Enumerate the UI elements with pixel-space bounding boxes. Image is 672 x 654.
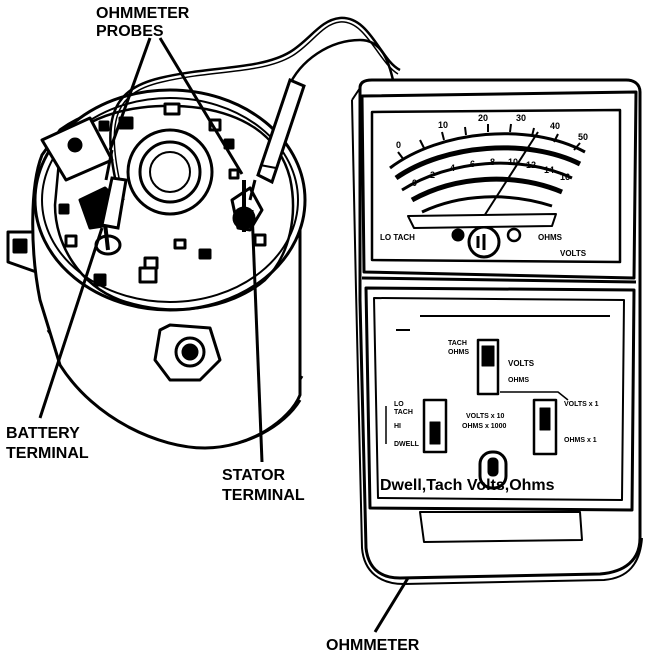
meter-control-panel: TACH OHMS VOLTS OHMS LO TACH HI DWELL VO…	[364, 286, 636, 512]
dial-bottom-right-label: VOLTS	[560, 249, 587, 258]
scale-bottom-2: 4	[450, 163, 455, 173]
right-range-label-line1: VOLTS x 10	[466, 413, 504, 420]
battery-probe	[100, 149, 128, 230]
function-switch-label-line2: OHMS	[448, 349, 469, 356]
battery-label-line1: BATTERY	[6, 425, 80, 442]
scale-top-5: 50	[578, 132, 588, 142]
scale-bottom-7: 14	[544, 165, 554, 175]
battery-label-line2: TERMINAL	[6, 445, 89, 462]
range-switch-right[interactable]	[532, 398, 558, 456]
right-range-bottom: OHMS x 1	[564, 437, 597, 444]
left-switch-hi: HI	[394, 423, 401, 430]
center-selector-knob[interactable]	[478, 450, 508, 490]
function-switch[interactable]	[476, 338, 500, 396]
scale-top-0: 0	[396, 140, 401, 150]
scale-top-1: 10	[438, 120, 448, 130]
left-switch-dwell: DWELL	[394, 441, 420, 448]
left-switch-tach: TACH	[394, 409, 413, 416]
stator-terminal	[230, 180, 264, 232]
scale-top-2: 20	[478, 113, 488, 123]
right-range-label-line2: OHMS x 1000	[462, 423, 506, 430]
dial-left-label: LO TACH	[380, 233, 415, 242]
probe-leads	[100, 16, 401, 230]
meter-brand: Dwell,Tach Volts,Ohms	[380, 477, 555, 494]
scale-bottom-8: 16	[560, 172, 570, 182]
probes-label-line2: PROBES	[96, 23, 164, 40]
meter-dial: 0 10 20 30 40 50 0 2 4 6 8 10 12 14 16	[360, 90, 638, 280]
function-volts-label: VOLTS	[508, 359, 535, 368]
labels: OHMMETER PROBES BATTERY TERMINAL STATOR …	[6, 5, 420, 654]
leader-lines	[38, 37, 410, 633]
left-switch-lo: LO	[394, 401, 404, 408]
right-range-top: VOLTS x 1	[564, 401, 599, 408]
scale-bottom-0: 0	[412, 178, 417, 188]
scale-top-3: 30	[516, 113, 526, 123]
scale-bottom-5: 10	[508, 157, 518, 167]
alternator	[6, 88, 307, 450]
stator-probe	[248, 77, 306, 201]
scale-bottom-3: 6	[470, 159, 475, 169]
function-switch-label-line1: TACH	[448, 340, 467, 347]
range-switch-left[interactable]	[422, 398, 448, 454]
scale-top-4: 40	[550, 121, 560, 131]
stator-label-line2: TERMINAL	[222, 487, 305, 504]
ohmmeter: 0 10 20 30 40 50 0 2 4 6 8 10 12 14 16	[351, 78, 643, 585]
meter-label: OHMMETER	[326, 637, 420, 654]
scale-bottom-6: 12	[526, 160, 536, 170]
scale-bottom-4: 8	[490, 157, 495, 167]
function-ohms-label: OHMS	[508, 377, 529, 384]
dial-right-label: OHMS	[538, 233, 563, 242]
stator-label-line1: STATOR	[222, 467, 286, 484]
scale-bottom-1: 2	[430, 170, 435, 180]
probes-label-line1: OHMMETER	[96, 5, 190, 22]
